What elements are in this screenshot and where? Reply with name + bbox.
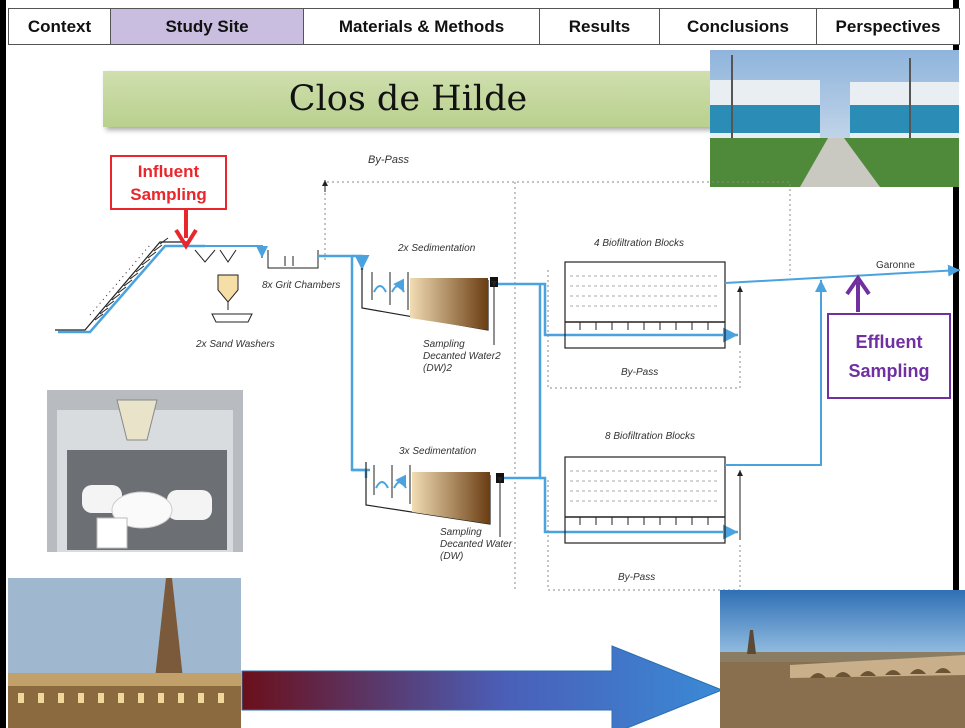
cathedral-photo <box>8 578 241 728</box>
effluent-label: Effluent <box>855 332 923 352</box>
grit-label: 8x Grit Chambers <box>262 280 340 291</box>
bio4-label: 4 Biofiltration Blocks <box>594 238 684 249</box>
tab-results[interactable]: Results <box>539 8 660 45</box>
bypass-top-label: By-Pass <box>368 154 409 166</box>
plant-tanks-photo <box>710 50 959 187</box>
dw-line-3: (DW) <box>440 551 463 562</box>
influent-label-2: Sampling <box>130 185 207 204</box>
bypass-2-label: By-Pass <box>618 572 655 583</box>
influent-label: Influent <box>137 162 200 181</box>
lab-sampler-photo <box>47 390 243 552</box>
dw-line-1: Sampling <box>440 527 482 538</box>
sed3-label: 3x Sedimentation <box>399 446 477 457</box>
tab-perspectives[interactable]: Perspectives <box>816 8 960 45</box>
garonne-label: Garonne <box>876 260 915 271</box>
dw2-line-3: (DW)2 <box>423 363 452 374</box>
flow-arrow <box>241 645 724 728</box>
tab-materials-methods[interactable]: Materials & Methods <box>303 8 540 45</box>
dw2-line-1: Sampling <box>423 339 465 350</box>
tab-study-site[interactable]: Study Site <box>110 8 304 45</box>
tab-conclusions[interactable]: Conclusions <box>659 8 817 45</box>
effluent-label-2: Sampling <box>848 361 930 381</box>
bypass-1-label: By-Pass <box>621 367 658 378</box>
dw2-line-2: Decanted Water2 <box>423 351 501 362</box>
page-title: Clos de Hilde <box>103 71 713 127</box>
garonne-bridge-photo <box>720 590 965 728</box>
dw-line-2: Decanted Water <box>440 539 513 550</box>
sed2-label: 2x Sedimentation <box>397 243 476 254</box>
sand-label: 2x Sand Washers <box>195 339 275 350</box>
tab-context[interactable]: Context <box>8 8 111 45</box>
bio8-label: 8 Biofiltration Blocks <box>605 431 695 442</box>
nav-tabs: Context Study Site Materials & Methods R… <box>8 8 961 45</box>
